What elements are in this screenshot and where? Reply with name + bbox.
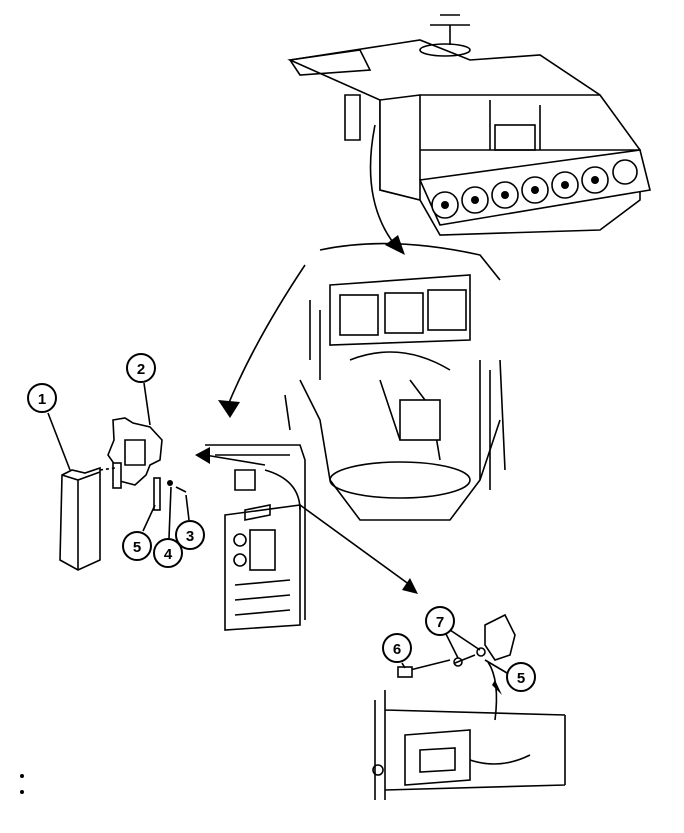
margin-dot — [20, 774, 24, 778]
callout-3: 3 — [175, 520, 205, 550]
callout-label: 7 — [436, 614, 444, 631]
callout-5-right: 5 — [506, 662, 536, 692]
interior-illustration — [284, 242, 506, 521]
margin-dot — [20, 790, 24, 794]
callout-4: 4 — [153, 538, 183, 568]
detail-arrow — [204, 454, 266, 466]
callout-label: 1 — [38, 391, 46, 408]
callout-7: 7 — [425, 606, 455, 636]
track-wheels — [418, 149, 651, 226]
callout-label: 6 — [393, 641, 401, 658]
callout-2: 2 — [126, 353, 156, 383]
panel-illustration — [205, 444, 306, 631]
callout-1: 1 — [27, 383, 57, 413]
exploded-parts-right — [299, 504, 566, 800]
leader-lines — [47, 382, 508, 674]
callout-label: 2 — [137, 361, 145, 378]
callout-label: 5 — [133, 539, 141, 556]
detail-arrow — [227, 264, 306, 406]
exploded-parts-left — [59, 417, 187, 571]
callout-label: 4 — [164, 546, 173, 563]
vehicle-illustration — [287, 14, 651, 236]
detail-arrow — [369, 124, 396, 246]
callout-5: 5 — [122, 531, 152, 561]
callout-6: 6 — [382, 633, 412, 663]
callout-label: 5 — [517, 670, 525, 687]
callout-label: 3 — [186, 528, 194, 545]
